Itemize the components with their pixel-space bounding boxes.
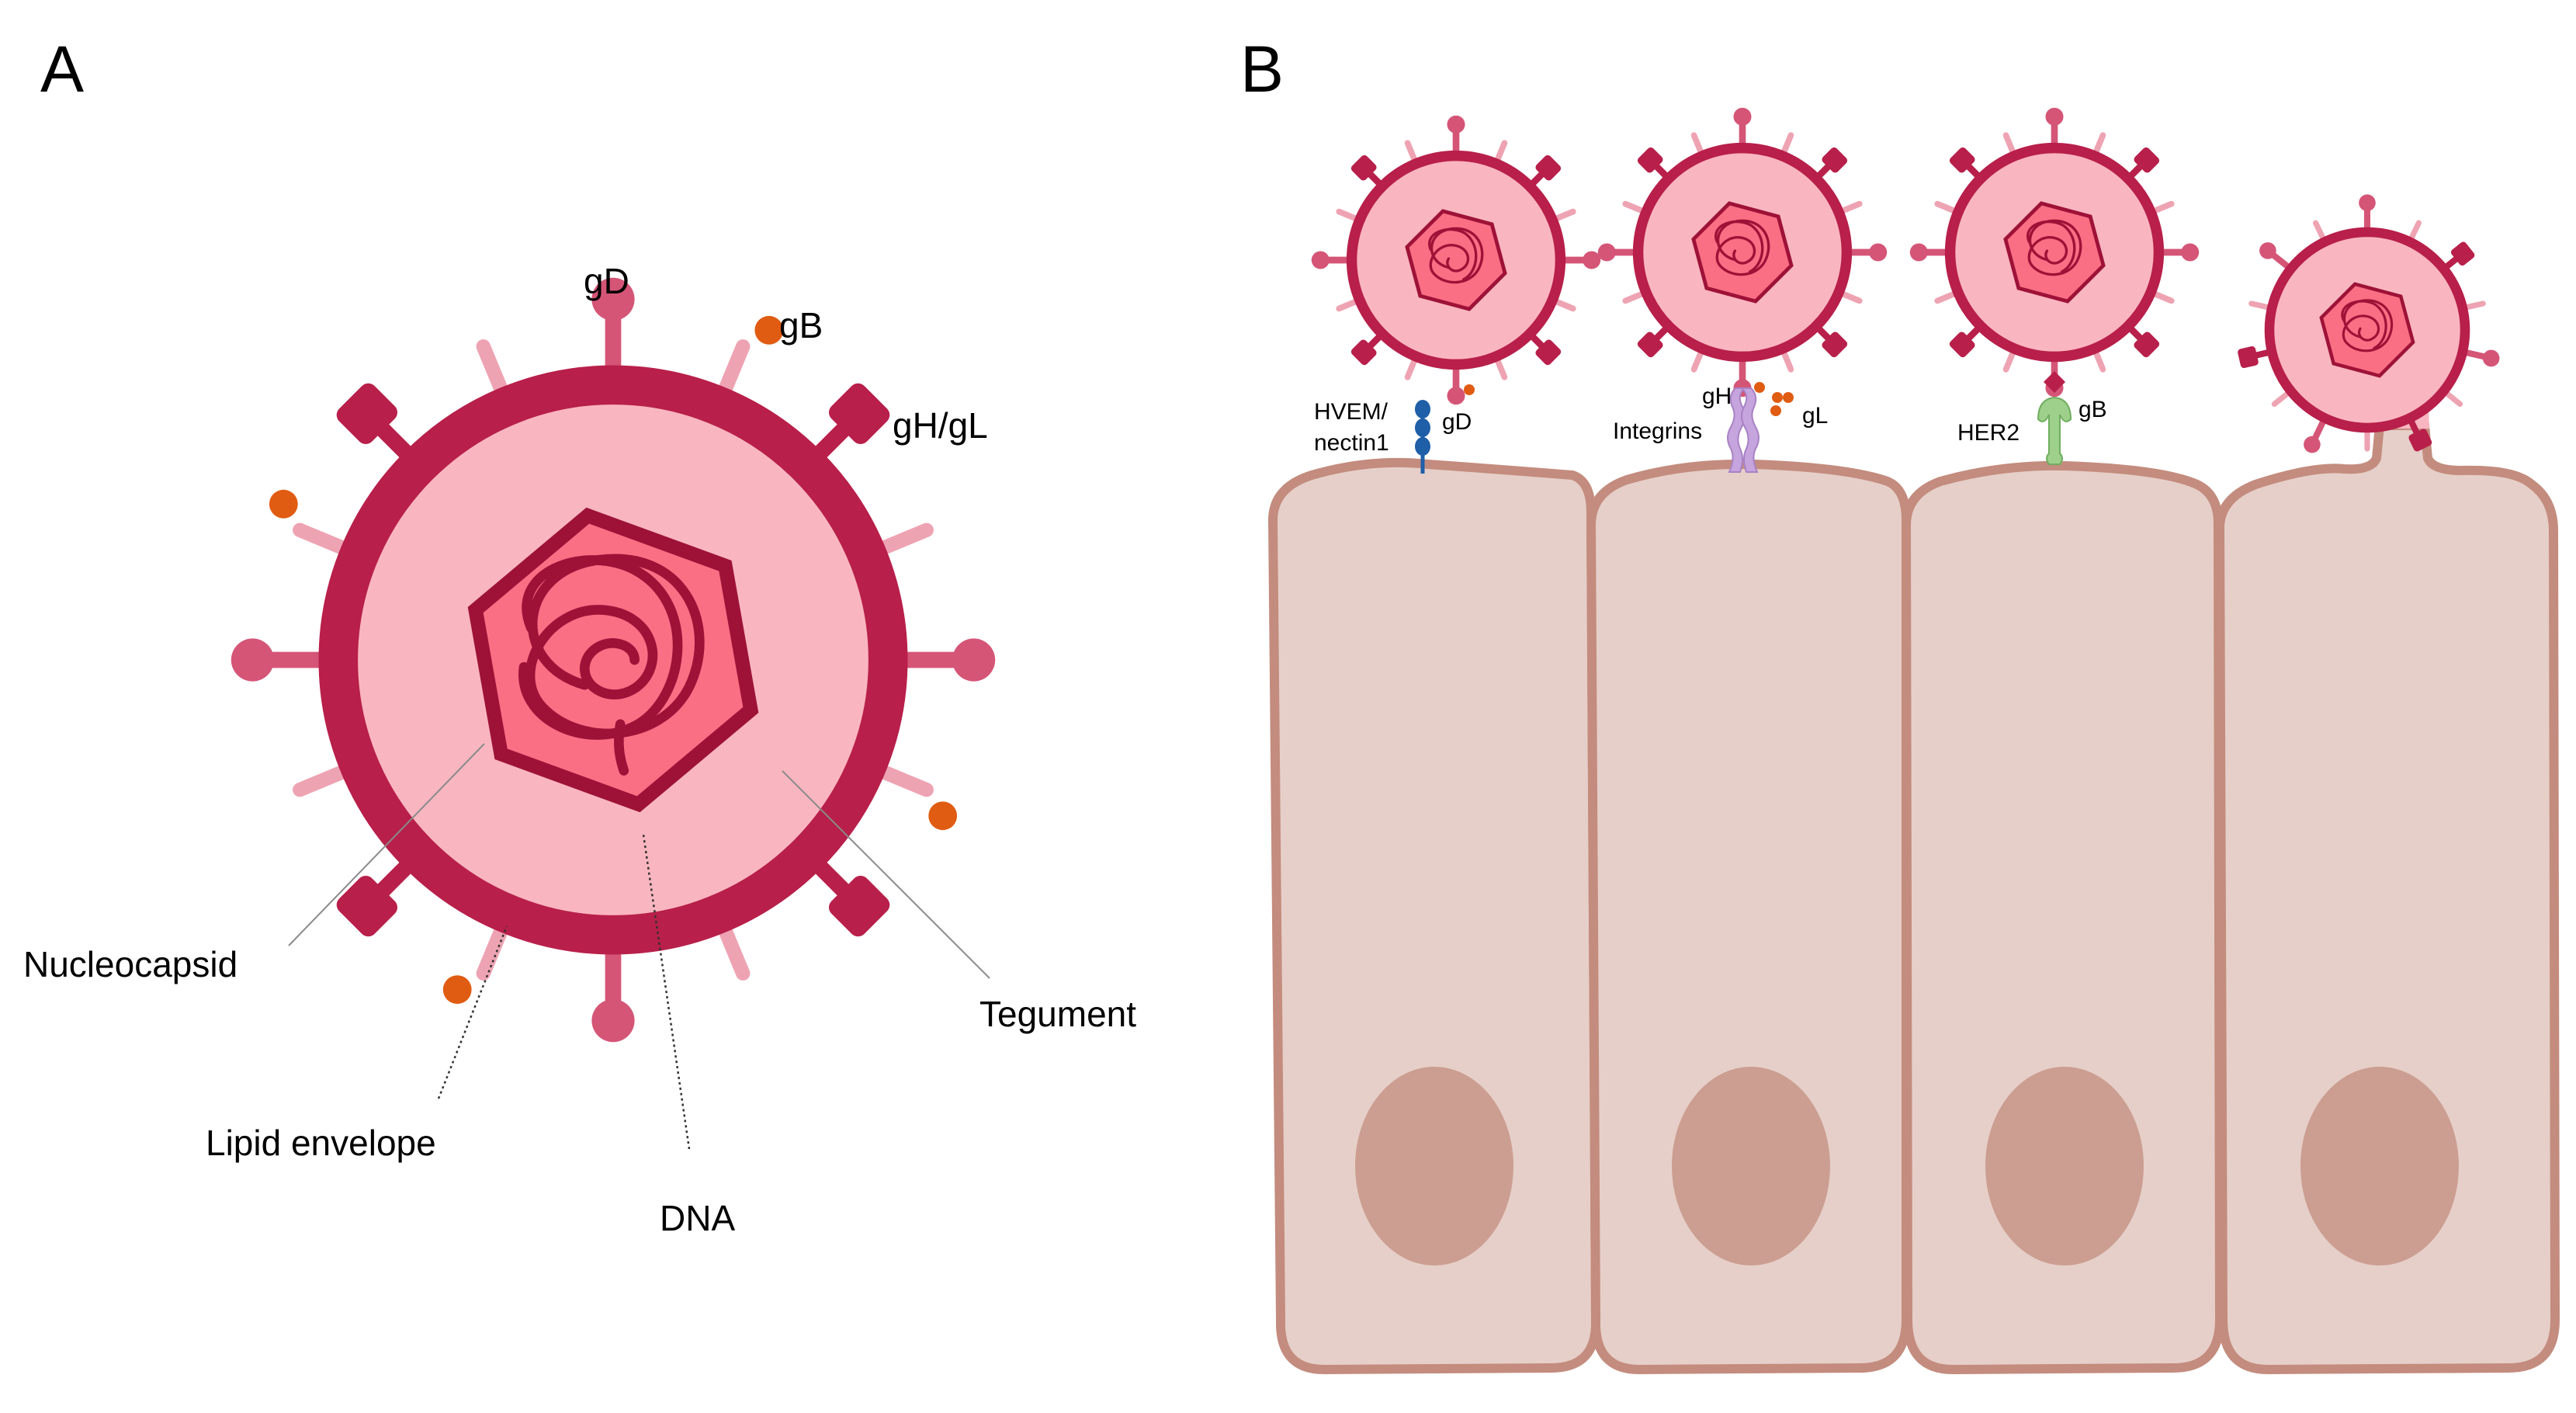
virion-icon	[1909, 107, 2200, 398]
hvem-nectin1-receptor-icon	[1415, 384, 1475, 474]
panel-a-letter: A	[40, 33, 84, 106]
cell-nuclei	[1355, 1067, 2459, 1265]
gh-gl-glycoprotein-icon	[269, 489, 298, 519]
hvem-label: HVEM/	[1314, 399, 1389, 425]
gl-label-b: gL	[1802, 403, 1828, 429]
virion-icon	[1311, 115, 1601, 405]
lipid-envelope-leader-line	[437, 925, 508, 1099]
dna-leader-line	[642, 834, 691, 1150]
integrins-label: Integrins	[1613, 418, 1702, 444]
panel-b-letter: B	[1240, 33, 1284, 106]
glycoprotein-spikes	[231, 277, 996, 1043]
dna-coil-icon	[1714, 219, 1770, 276]
virion-icon	[2238, 194, 2500, 453]
gl-glycoprotein-icon	[1772, 392, 1783, 403]
virion-icon	[231, 277, 996, 1043]
nucleus-icon	[2300, 1067, 2459, 1265]
nucleus-icon	[1355, 1067, 1513, 1265]
tegument-label: Tegument	[979, 994, 1136, 1034]
gh-label-b: gH	[1702, 384, 1732, 409]
her2-receptor-icon	[2037, 371, 2072, 465]
tegument-leader-line	[782, 770, 990, 979]
nectin1-label: nectin1	[1314, 430, 1389, 456]
dna-coil-icon	[2026, 219, 2082, 276]
gl-glycoprotein-icon	[1770, 405, 1781, 416]
dna-label: DNA	[660, 1198, 735, 1238]
gd-glycoprotein-icon	[1464, 384, 1475, 395]
lipid-envelope-label: Lipid envelope	[206, 1123, 436, 1163]
nucleocapsid-label: Nucleocapsid	[23, 944, 237, 984]
dna-coil-icon	[518, 554, 705, 776]
gd-label-b: gD	[1442, 409, 1472, 435]
virion-icon	[1597, 107, 1888, 398]
gb-label: gB	[779, 305, 823, 345]
gh-gl-glycoprotein-icon	[442, 975, 472, 1005]
dna-coil-icon	[2341, 299, 2394, 352]
gh-glycoprotein-icon	[1754, 382, 1765, 393]
nucleus-icon	[1985, 1067, 2144, 1265]
epithelial-cell-layer	[1267, 421, 2560, 1375]
gh-gl-label: gH/gL	[893, 405, 988, 446]
gb-label-b: gB	[2078, 397, 2107, 422]
dna-coil-icon	[1428, 227, 1484, 284]
panel-a: A gD gB gH/gL Nucleocapsid Tegument Lipi…	[23, 33, 1136, 1238]
gd-label: gD	[584, 261, 629, 301]
nucleocapsid-leader-line	[288, 743, 485, 946]
integrin-receptor-icon	[1727, 382, 1794, 473]
gh-gl-glycoprotein-icon	[754, 315, 784, 345]
nucleus-icon	[1672, 1067, 1830, 1265]
gl-glycoprotein-icon	[1783, 392, 1794, 403]
epithelial-cell-4	[2214, 421, 2560, 1375]
gh-gl-glycoprotein-icon	[928, 801, 958, 831]
her2-label: HER2	[1957, 420, 2020, 446]
panel-b: B	[1240, 33, 2560, 1375]
gb-glycoprotein-icon	[2044, 371, 2065, 393]
